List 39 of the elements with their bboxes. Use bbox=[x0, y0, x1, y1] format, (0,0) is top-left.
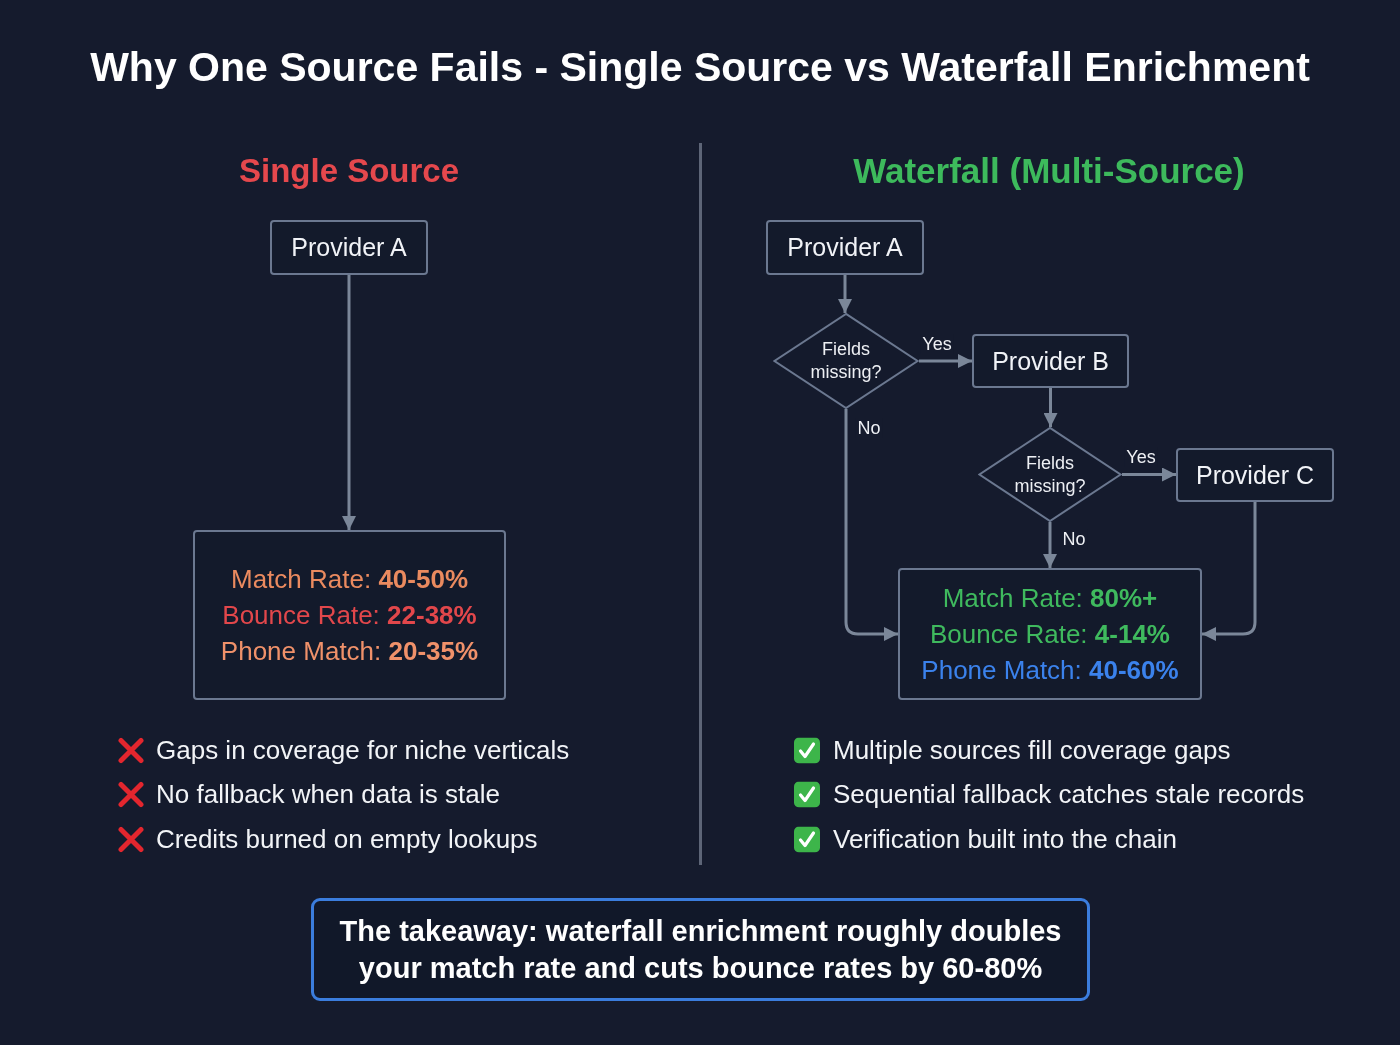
arrow bbox=[1043, 522, 1057, 568]
box-label: Provider A bbox=[291, 235, 407, 260]
arrow bbox=[1202, 502, 1257, 641]
metric-text: Match Rate: 40-50% bbox=[231, 563, 468, 595]
box-label: Provider B bbox=[992, 348, 1109, 374]
process-box bbox=[1176, 448, 1334, 502]
decision-label: Fields missing? bbox=[1013, 451, 1087, 498]
decision-label: Fields missing? bbox=[809, 338, 883, 384]
arrow bbox=[1122, 467, 1176, 482]
bullet-text: Gaps in coverage for niche verticals bbox=[156, 734, 570, 766]
bullet-text: Multiple sources fill coverage gaps bbox=[833, 734, 1231, 766]
column-heading: Single Source bbox=[238, 153, 460, 187]
arrow bbox=[919, 354, 972, 368]
bullet-text: Verification built into the chain bbox=[833, 823, 1177, 855]
diagram-title: Why One Source Fails - Single Source vs Waterfall Enrichment bbox=[90, 43, 1310, 92]
result-box bbox=[193, 530, 506, 700]
takeaway-box bbox=[311, 898, 1090, 1001]
decision-diamond bbox=[773, 313, 919, 409]
result-box bbox=[898, 568, 1202, 700]
metric-text: Bounce Rate: 22-38% bbox=[222, 599, 477, 631]
arrow bbox=[1043, 388, 1058, 427]
decision-diamond bbox=[978, 427, 1122, 522]
process-box bbox=[972, 334, 1129, 388]
box-label: Provider A bbox=[787, 235, 903, 260]
process-box bbox=[270, 220, 428, 275]
bullet-text: No fallback when data is stale bbox=[156, 778, 500, 810]
metric-text: Phone Match: 20-35% bbox=[220, 635, 479, 667]
metric-text: Bounce Rate: 4-14% bbox=[930, 618, 1170, 650]
arrow bbox=[342, 275, 356, 530]
bullet-text: Sequential fallback catches stale records bbox=[833, 778, 1305, 810]
metric-text: Phone Match: 40-60% bbox=[921, 654, 1179, 686]
arrow bbox=[838, 275, 852, 313]
process-box bbox=[766, 220, 924, 275]
takeaway-text: The takeaway: waterfall enrichment roughly doubles your match rate and cuts bounce rates by 60-80% bbox=[338, 913, 1063, 986]
arrow bbox=[844, 409, 898, 641]
metric-text: Match Rate: 80%+ bbox=[942, 582, 1158, 614]
column-heading: Waterfall (Multi-Source) bbox=[853, 152, 1245, 188]
bullet-text: Credits burned on empty lookups bbox=[156, 823, 538, 855]
box-label: Provider C bbox=[1195, 462, 1315, 488]
